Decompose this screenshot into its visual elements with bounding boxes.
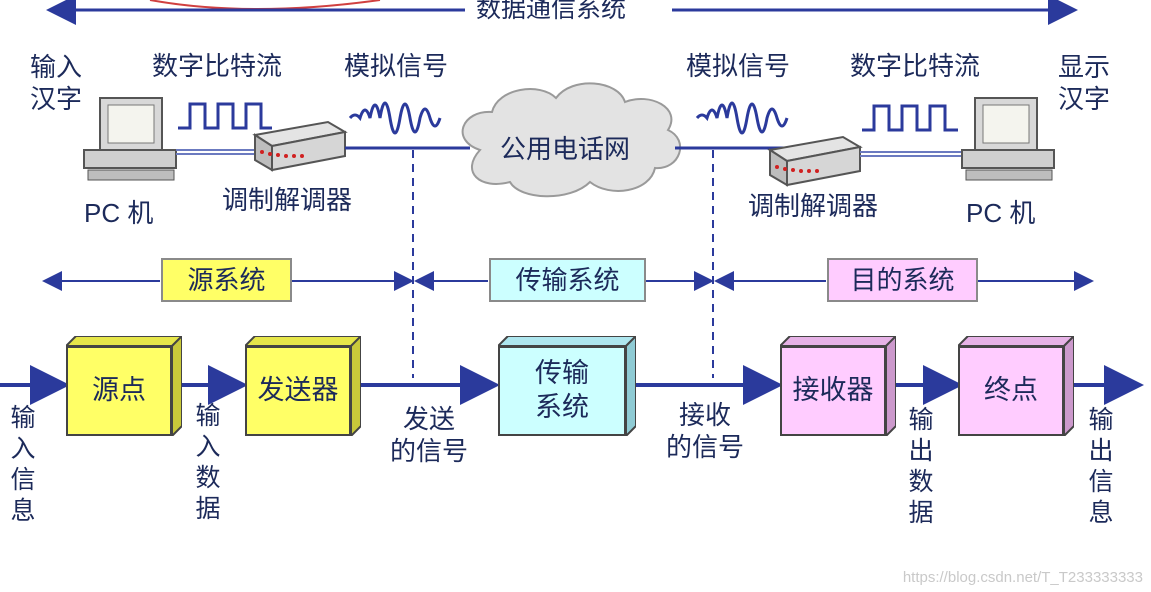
digital-wave-left [178,102,272,130]
pc-right-icon [961,97,1055,181]
network-label: 公用电话网 [500,135,631,165]
modem-right-icon [767,135,863,187]
digital-stream-right-label: 数字比特流 [850,52,981,82]
pc-left-label: PC 机 [84,198,154,228]
modem-right-label: 调制解调器 [748,192,879,222]
destination-node-box: 终点 [958,336,1074,436]
transmission-system-node-label: 传输 系统 [498,346,626,436]
analog-signal-left-label: 模拟信号 [344,52,449,82]
transmitter-box: 发送器 [245,336,361,436]
diagram-title: 数据通信系统 [472,0,631,24]
pc-right-label: PC 机 [966,198,1036,228]
destination-node-label: 终点 [958,346,1064,436]
transmission-system-box: 传输系统 [489,258,646,302]
output-data-label: 输出数据 [908,405,934,527]
transmission-system-node-box: 传输 系统 [498,336,636,436]
receiver-box: 接收器 [780,336,896,436]
output-info-label: 输出信息 [1088,405,1114,527]
cloud-shape [461,82,681,198]
modem-left-label: 调制解调器 [222,186,353,216]
input-data-label: 输入数据 [195,401,221,523]
modem-left-icon [252,120,348,172]
pc-left-icon [83,97,177,181]
digital-wave-right [862,104,958,132]
destination-system-box: 目的系统 [827,258,978,302]
source-node-box: 源点 [66,336,182,436]
analog-wave-left [348,101,442,135]
digital-stream-left-label: 数字比特流 [152,52,283,82]
source-node-label: 源点 [66,346,172,436]
analog-signal-right-label: 模拟信号 [686,52,791,82]
display-chinese-label: 显示 汉字 [1058,53,1111,115]
source-system-box: 源系统 [161,258,292,302]
red-arc [149,0,381,10]
receiver-label: 接收器 [780,346,886,436]
transmitter-label: 发送器 [245,346,351,436]
watermark-text: https://blog.csdn.net/T_T233333333 [902,569,1143,586]
received-signal-label: 接收 的信号 [666,401,745,463]
input-info-label: 输入信息 [10,403,36,525]
input-chinese-label: 输入 汉字 [30,53,83,115]
analog-wave-right [695,101,789,135]
sent-signal-label: 发送 的信号 [390,405,469,467]
